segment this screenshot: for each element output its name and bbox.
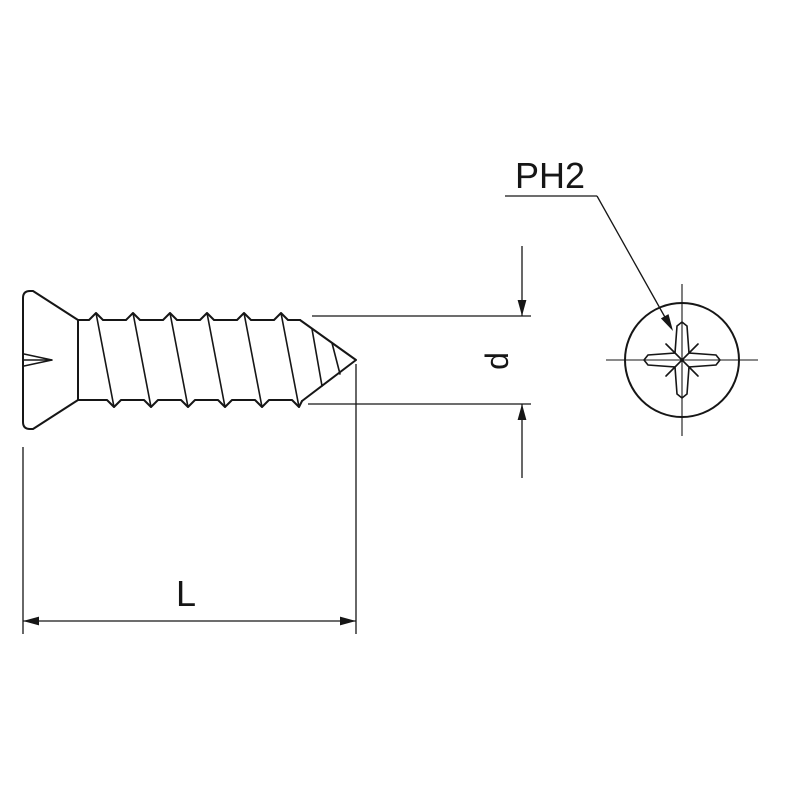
drive-callout: PH2 — [505, 155, 673, 331]
length-arrow-right-icon — [340, 616, 356, 626]
diameter-label: d — [479, 352, 515, 370]
drive-label: PH2 — [515, 155, 585, 196]
head-outline-circle — [624, 302, 740, 418]
thread-bottom-edge — [77, 399, 303, 408]
phillips-recess — [642, 320, 722, 400]
length-label: L — [176, 573, 196, 614]
thread-top-edge — [77, 312, 301, 321]
length-dimension: L — [22, 364, 357, 634]
screw-side-view — [22, 290, 357, 430]
thread-flank — [243, 312, 263, 408]
thread-flank — [280, 312, 300, 408]
screw-tip — [299, 319, 357, 402]
thread-flank — [311, 328, 323, 387]
thread-flank — [331, 342, 341, 375]
screw-head — [22, 290, 79, 430]
thread-flank — [132, 312, 152, 408]
thread-flank — [169, 312, 189, 408]
thread-flanks — [95, 312, 341, 408]
phillips-diagonal — [665, 343, 699, 377]
thread-flank — [95, 312, 115, 408]
diameter-arrow-down-icon — [517, 300, 527, 316]
leader-arrow-icon — [660, 314, 673, 331]
thread-flank — [206, 312, 226, 408]
diameter-dimension: d — [308, 246, 531, 478]
diameter-arrow-up-icon — [517, 404, 527, 420]
length-arrow-left-icon — [23, 616, 39, 626]
leader-line — [596, 195, 667, 320]
screw-top-view — [606, 284, 758, 436]
